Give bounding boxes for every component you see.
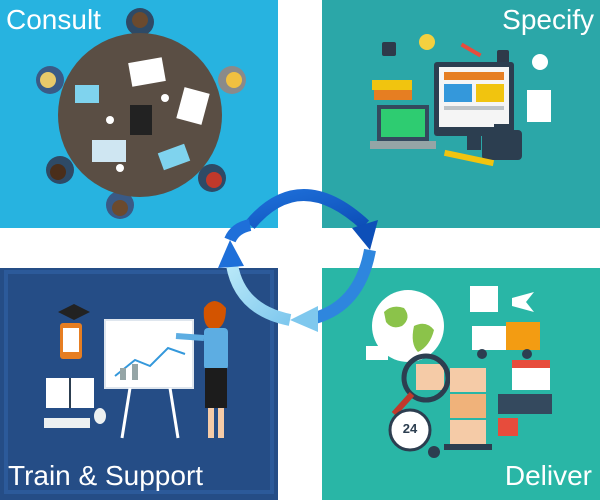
specify-panel: Specify [322, 0, 600, 228]
computer-desk-icon [370, 34, 551, 167]
deliver-label: Deliver [504, 460, 592, 491]
presentation-board-icon [4, 270, 274, 494]
globe-logistics-icon [366, 286, 552, 458]
consult-panel: Consult [0, 0, 278, 228]
meeting-table-icon [36, 8, 246, 219]
train-support-panel: Train & Support [0, 268, 278, 500]
cycle-arrows-icon [218, 189, 378, 332]
specify-label: Specify [502, 4, 594, 35]
consult-label: Consult [6, 4, 101, 35]
clock-label: 24 [402, 421, 418, 436]
train-support-label: Train & Support [8, 460, 204, 491]
deliver-panel: 24 Deliver [322, 268, 600, 500]
